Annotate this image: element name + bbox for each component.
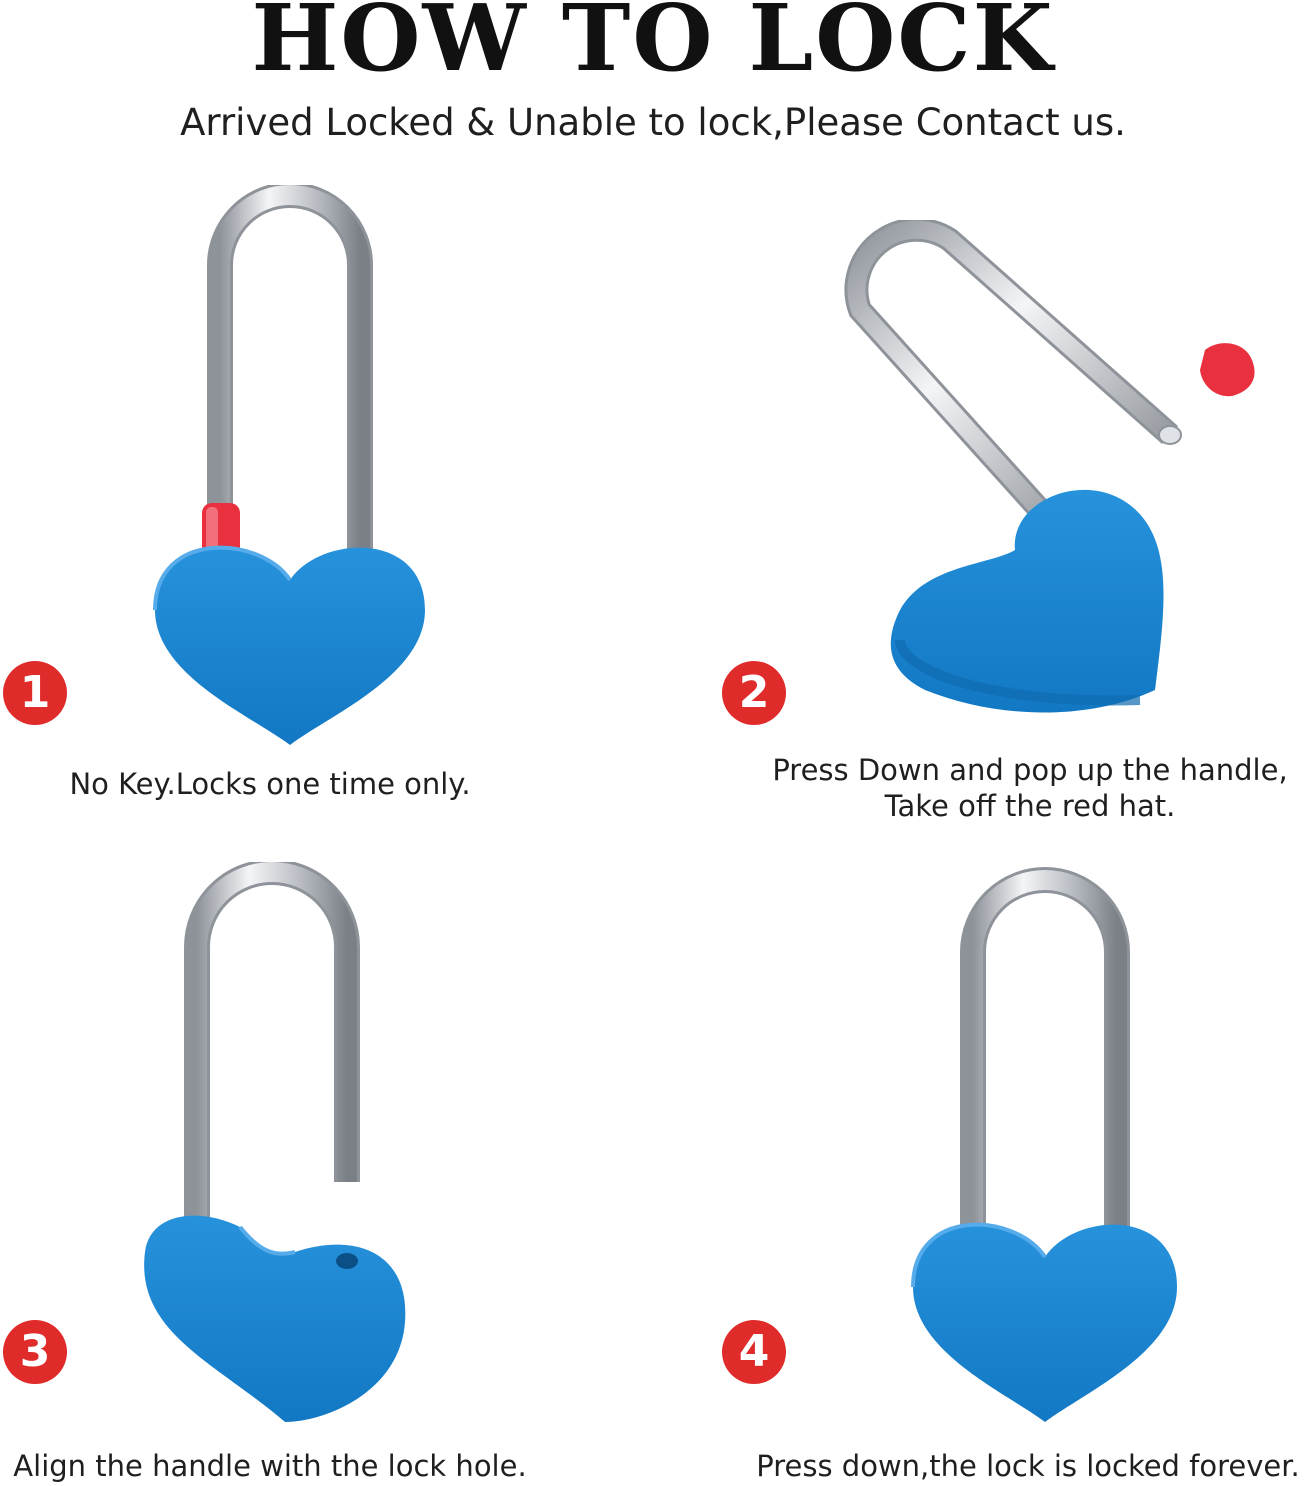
step-2-heart-lock-image	[844, 220, 1255, 713]
step-3-badge: 3	[3, 1320, 67, 1384]
step-4-heart-lock-image	[911, 867, 1177, 1422]
step-2-caption-line-2: Take off the red hat.	[884, 789, 1176, 824]
step-2-badge: 2	[722, 661, 786, 725]
heart-body	[890, 489, 1164, 713]
heart-body	[144, 1215, 406, 1422]
step-4-caption: Press down,the lock is locked forever.	[756, 1449, 1300, 1483]
step-2-caption-line-1: Press Down and pop up the handle,	[772, 753, 1288, 787]
page-title: HOW TO LOCK	[251, 0, 1055, 92]
heart-body	[155, 547, 425, 745]
step-1-heart-lock-image	[153, 185, 425, 745]
step-3-heart-lock-image	[144, 862, 406, 1422]
step-3-caption: Align the handle with the lock hole.	[13, 1449, 527, 1483]
step-1-badge: 1	[3, 661, 67, 725]
step-2-caption: Press Down and pop up the handle, Take o…	[760, 752, 1300, 825]
page-subtitle: Arrived Locked & Unable to lock,Please C…	[180, 101, 1126, 144]
heart-body	[913, 1224, 1177, 1422]
shackle	[184, 862, 360, 1222]
shackle	[207, 185, 373, 555]
lock-hole	[336, 1253, 358, 1269]
step-1-caption: No Key.Locks one time only.	[69, 767, 471, 801]
shackle	[960, 867, 1130, 1232]
step-4-badge: 4	[722, 1320, 786, 1384]
red-cap	[1200, 343, 1255, 397]
